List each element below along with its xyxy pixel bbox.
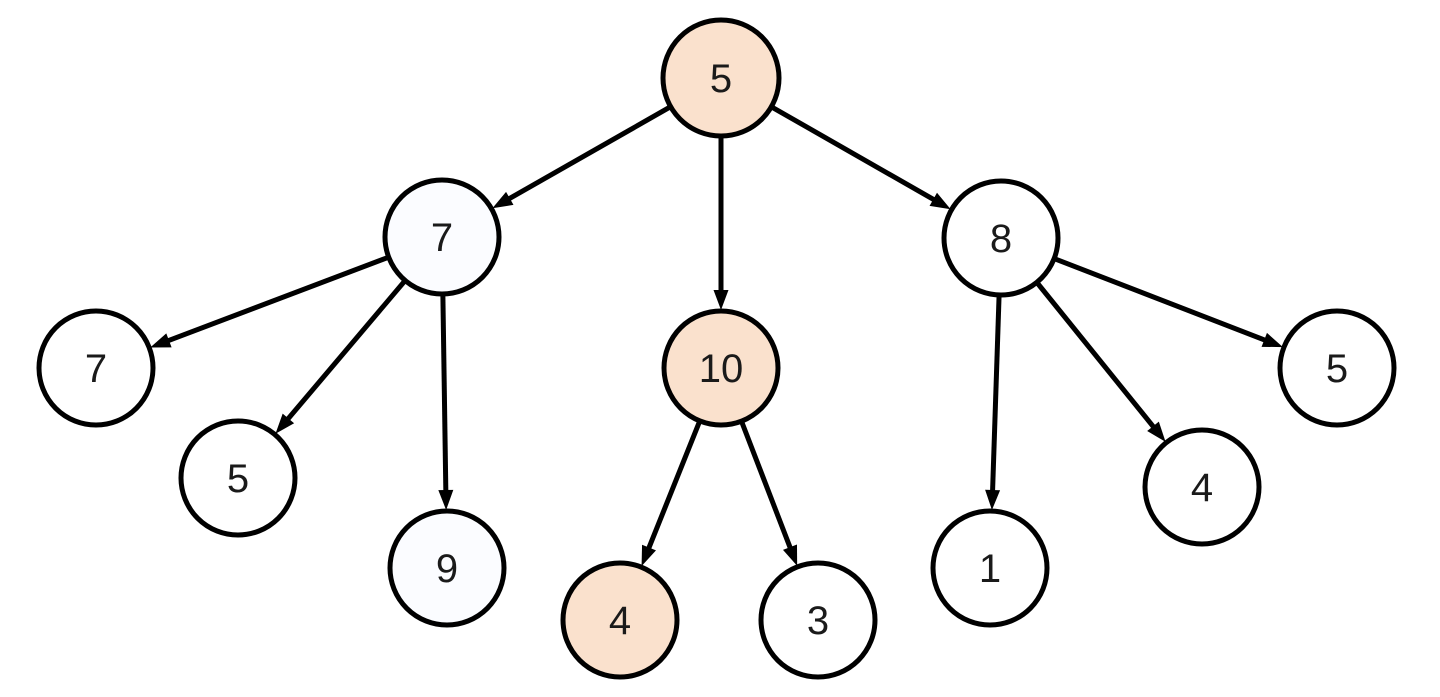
- node-circle-n8[interactable]: [758, 560, 878, 680]
- graph-node-n1[interactable]: 7: [382, 177, 502, 297]
- edges-layer: [150, 105, 1283, 567]
- node-circle-n5[interactable]: [178, 418, 298, 538]
- node-circle-n0[interactable]: [660, 17, 782, 139]
- graph-node-n5[interactable]: 5: [178, 418, 298, 538]
- node-circle-n11[interactable]: [1277, 308, 1397, 428]
- edge-10-to-3: [739, 421, 798, 566]
- edge-8-to-1: [985, 295, 1002, 511]
- graph-node-n4[interactable]: 7: [36, 308, 156, 428]
- node-circle-n7[interactable]: [560, 560, 680, 680]
- edge-8-to-5: [1054, 256, 1283, 348]
- edge-7-to-7: [150, 255, 389, 348]
- graph-node-n6[interactable]: 9: [387, 508, 507, 628]
- graph-node-n11[interactable]: 5: [1277, 308, 1397, 428]
- edge-8-to-4: [1035, 281, 1166, 442]
- edge-5-to-7: [492, 105, 671, 209]
- edge-7-to-9: [438, 294, 454, 511]
- node-circle-n10[interactable]: [1142, 427, 1262, 547]
- graph-node-n3[interactable]: 8: [941, 178, 1061, 298]
- node-circle-n2[interactable]: [661, 308, 781, 428]
- edge-5-to-8: [770, 105, 951, 210]
- node-circle-n4[interactable]: [36, 308, 156, 428]
- node-circle-n1[interactable]: [382, 177, 502, 297]
- graph-node-n0[interactable]: 5: [660, 17, 782, 139]
- graph-node-n2[interactable]: 10: [661, 308, 781, 428]
- edge-10-to-4: [641, 420, 702, 567]
- graph-node-n8[interactable]: 3: [758, 560, 878, 680]
- node-circle-n3[interactable]: [941, 178, 1061, 298]
- graph-node-n9[interactable]: 1: [930, 508, 1050, 628]
- node-circle-n6[interactable]: [387, 508, 507, 628]
- graph-node-n10[interactable]: 4: [1142, 427, 1262, 547]
- edge-7-to-5: [275, 279, 407, 434]
- graph-node-n7[interactable]: 4: [560, 560, 680, 680]
- node-circle-n9[interactable]: [930, 508, 1050, 628]
- edge-5-to-10: [713, 137, 729, 310]
